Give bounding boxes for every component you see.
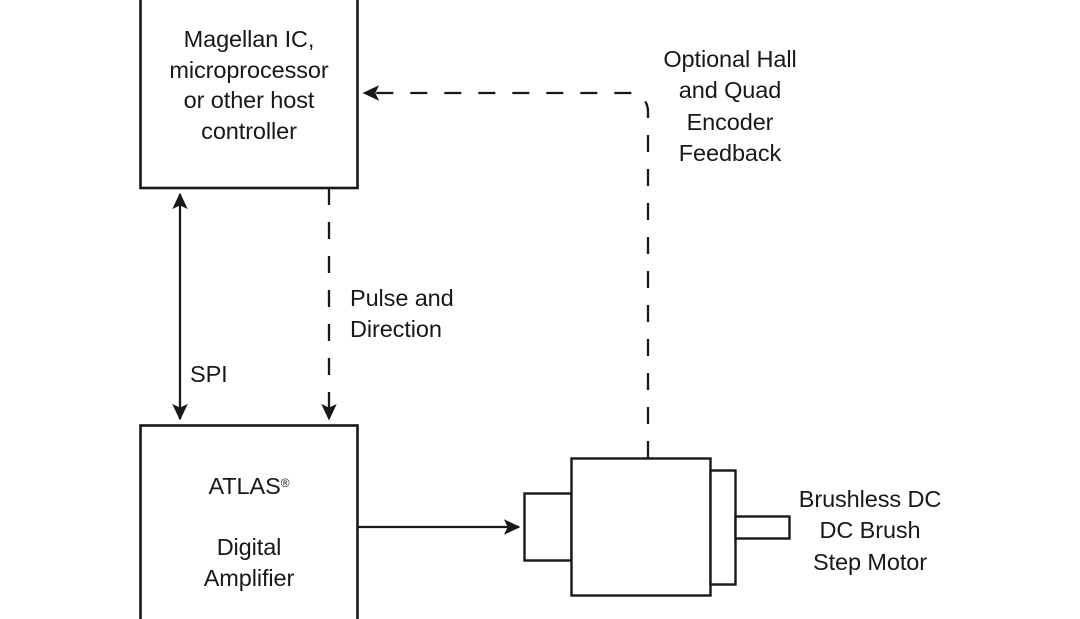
- motor-end-plate: [709, 469, 737, 586]
- pulse-direction-connector-label: Pulse and Direction: [350, 285, 454, 343]
- motor-shaft: [734, 515, 791, 540]
- feedback-connector-label: Optional Hall and Quad Encoder Feedback: [663, 46, 797, 167]
- spi-connector-label: SPI: [190, 361, 228, 387]
- amplifier-label-rest: Digital Amplifier: [203, 534, 295, 591]
- amplifier-label: ATLAS® Digital Amplifier: [142, 471, 356, 593]
- motor-connector-box: [523, 492, 573, 562]
- host-controller-block: [139, 0, 359, 190]
- amplifier-block: [139, 424, 359, 619]
- registered-trademark-icon: ®: [280, 476, 290, 490]
- host-controller-label: Magellan IC, microprocessor or other hos…: [169, 26, 329, 144]
- motor-label: Brushless DC DC Brush Step Motor: [798, 486, 942, 575]
- amplifier-brand-text: ATLAS: [208, 473, 281, 499]
- feedback-connector-line: [362, 85, 650, 458]
- motor-body: [570, 457, 712, 597]
